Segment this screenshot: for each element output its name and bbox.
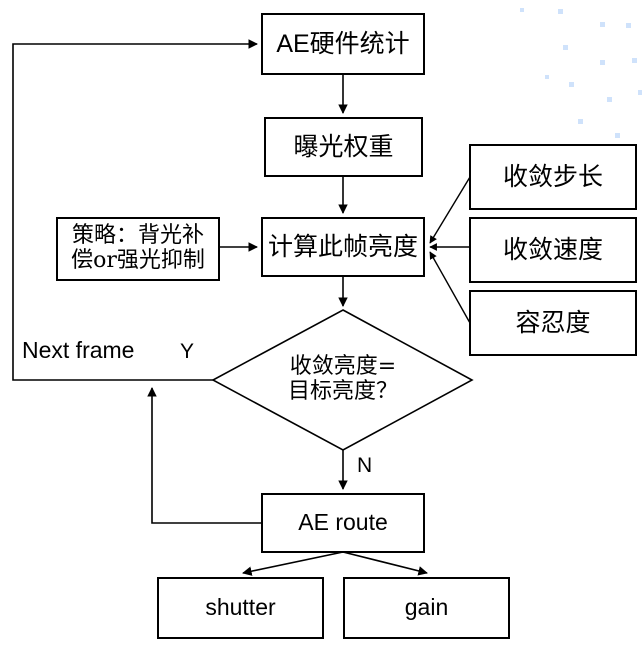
edge-ae-route-to-gain — [342, 551, 428, 576]
node-calc-frame-luma[interactable]: 计算此帧亮度 — [262, 218, 424, 276]
node-converge-speed[interactable]: 收敛速度 — [470, 218, 636, 282]
node-shutter-box — [157, 577, 324, 639]
node-calc-frame-luma-box — [261, 217, 425, 277]
node-exposure-weight[interactable]: 曝光权重 — [265, 118, 422, 176]
node-strategy-label-line1: 策略：背光补 — [71, 223, 204, 249]
node-decision-label-line2: 目标亮度？ — [287, 379, 398, 404]
node-converge-step[interactable]: 收敛步长 — [470, 145, 636, 209]
node-calc-frame-luma-label: 计算此帧亮度 — [267, 232, 418, 261]
node-converge-step-label: 收敛步长 — [502, 162, 603, 191]
node-gain-label: gain — [404, 594, 449, 621]
node-ae-route-label: AE route — [298, 509, 388, 536]
node-ae-hw-stats[interactable]: AE硬件统计 — [262, 14, 424, 74]
node-strategy-label-line2: 偿or强光抑制 — [71, 248, 205, 273]
node-gain-box — [343, 577, 510, 639]
node-exposure-weight-label: 曝光权重 — [293, 132, 394, 161]
node-ae-hw-stats-box — [261, 13, 425, 75]
node-decision-label-line1: 收敛亮度= — [289, 354, 397, 380]
node-converge-speed-box — [469, 217, 637, 283]
node-strategy-box — [56, 217, 220, 281]
node-decision[interactable]: 收敛亮度= 目标亮度？ — [243, 340, 443, 420]
node-shutter-label: shutter — [205, 594, 276, 621]
edge-yes-feedback-loop — [12, 39, 258, 381]
node-converge-speed-label: 收敛速度 — [502, 235, 603, 264]
node-tolerance[interactable]: 容忍度 — [470, 291, 636, 355]
node-shutter[interactable]: shutter — [158, 578, 323, 638]
node-strategy[interactable]: 策略：背光补 偿or强光抑制 — [57, 218, 219, 280]
edge-ae-route-to-feedback — [147, 387, 262, 524]
edge-tolerance-to-calc — [429, 251, 471, 324]
edge-converge-step-to-calc — [429, 176, 471, 244]
node-ae-hw-stats-label: AE硬件统计 — [276, 30, 410, 58]
watermark-dots — [520, 8, 642, 138]
node-gain[interactable]: gain — [344, 578, 509, 638]
node-tolerance-label: 容忍度 — [515, 308, 591, 337]
edge-ae-route-to-shutter — [242, 551, 344, 576]
node-ae-route[interactable]: AE route — [262, 494, 424, 552]
